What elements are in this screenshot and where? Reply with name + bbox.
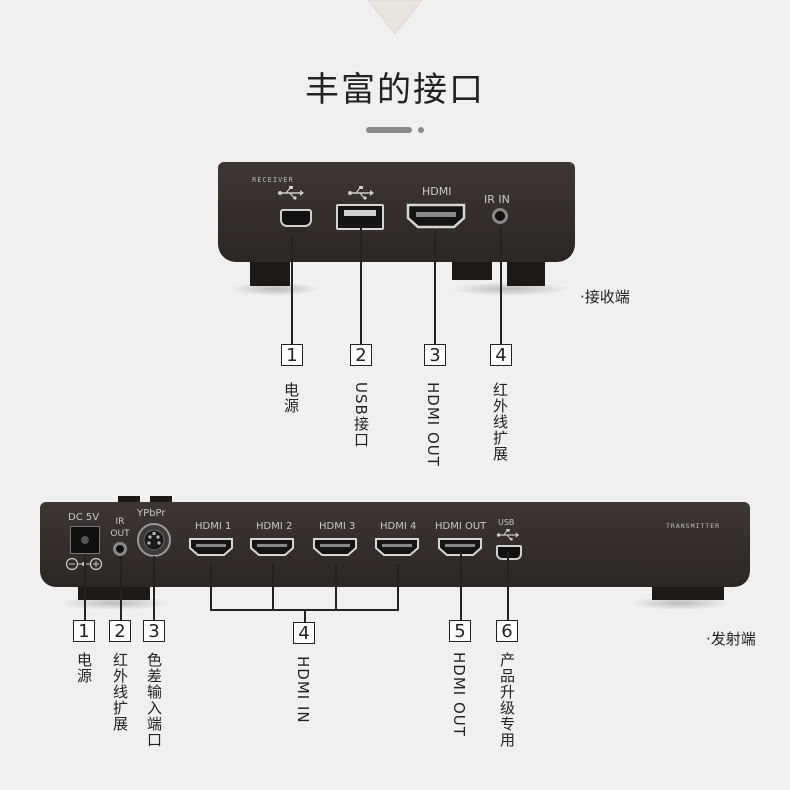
transmitter-callout-num-4: 4 [293,622,315,644]
page-title: 丰富的接口 [305,70,485,110]
receiver-side-label: ·接收端 [580,288,630,306]
transmitter-callout-num-3: 3 [143,620,165,642]
title-dot [418,127,424,133]
callout-line [120,556,122,620]
hdmi-4-port[interactable] [374,537,420,557]
top-notch-decoration [368,0,422,35]
callout-line [291,236,293,344]
title-underline [366,127,412,133]
callout-line [500,226,502,344]
callout-line [153,556,155,620]
callout-line [304,609,306,622]
callout-line [210,564,212,610]
receiver-callout-label-2: USB接口 [352,382,370,448]
hdmi-1-label: HDMI 1 [195,521,232,532]
receiver-mini-usb-port[interactable] [280,209,312,227]
usb-label: USB [498,518,515,527]
receiver-callout-label-4: 红外线扩展 [491,382,509,462]
transmitter-callout-label-4: HDMI IN [294,656,312,724]
receiver-usb-a-port[interactable] [336,204,384,230]
callout-line [397,564,399,610]
hdmi-3-port[interactable] [312,537,358,557]
hdmi-3-label: HDMI 3 [319,521,356,532]
receiver-callout-num-3: 3 [424,344,446,366]
usb-icon [348,186,374,200]
receiver-callout-num-2: 2 [350,344,372,366]
receiver-callout-label-3: HDMI OUT [424,382,442,467]
transmitter-callout-label-3: 色差输入端口 [145,652,163,748]
hdmi-out-label: HDMI OUT [435,521,487,532]
usb-icon [278,186,304,200]
hdmi-2-port[interactable] [249,537,295,557]
receiver-device: RECEIVER HDMI IR IN [218,162,575,262]
receiver-callout-num-1: 1 [281,344,303,366]
callout-line [272,564,274,610]
transmitter-top-tab [118,496,140,504]
callout-line [360,228,362,344]
transmitter-top-tab [150,496,172,504]
transmitter-callout-label-1: 电源 [75,652,93,684]
ir-out-jack[interactable] [113,542,127,556]
dc-power-jack[interactable] [70,526,100,554]
callout-line [507,552,509,620]
ir-out-label: IR OUT [110,517,130,539]
hdmi-2-label: HDMI 2 [256,521,293,532]
receiver-hdmi-label: HDMI [422,185,452,198]
callout-line [84,554,86,620]
transmitter-side-label: ·发射端 [706,630,756,648]
transmitter-callout-num-5: 5 [449,620,471,642]
usb-icon [496,529,520,541]
transmitter-callout-num-2: 2 [109,620,131,642]
receiver-ir-in-label: IR IN [484,193,510,206]
receiver-hdmi-port[interactable] [406,203,466,229]
ypbpr-label: YPbPr [137,508,166,519]
dc-5v-label: DC 5V [68,512,100,523]
transmitter-callout-label-2: 红外线扩展 [111,652,129,732]
callout-line [460,552,462,620]
receiver-callout-label-1: 电源 [282,382,300,414]
transmitter-device: TRANSMITTER DC 5V IR OUT YPbPr HDMI 1 HD… [40,502,750,587]
receiver-callout-num-4: 4 [490,344,512,366]
hdmi-out-port[interactable] [437,537,483,557]
transmitter-mini-usb-port[interactable] [496,545,522,560]
receiver-brand: RECEIVER [252,176,294,184]
transmitter-callout-label-6: 产品升级专用 [498,652,516,748]
transmitter-brand: TRANSMITTER [666,522,721,530]
ypbpr-port[interactable] [136,522,172,558]
hdmi-1-port[interactable] [188,537,234,557]
callout-line [434,230,436,344]
transmitter-callout-label-5: HDMI OUT [450,652,468,737]
transmitter-callout-num-6: 6 [496,620,518,642]
transmitter-callout-num-1: 1 [73,620,95,642]
hdmi-4-label: HDMI 4 [380,521,417,532]
callout-line [335,564,337,610]
receiver-ir-in-jack[interactable] [492,208,508,224]
